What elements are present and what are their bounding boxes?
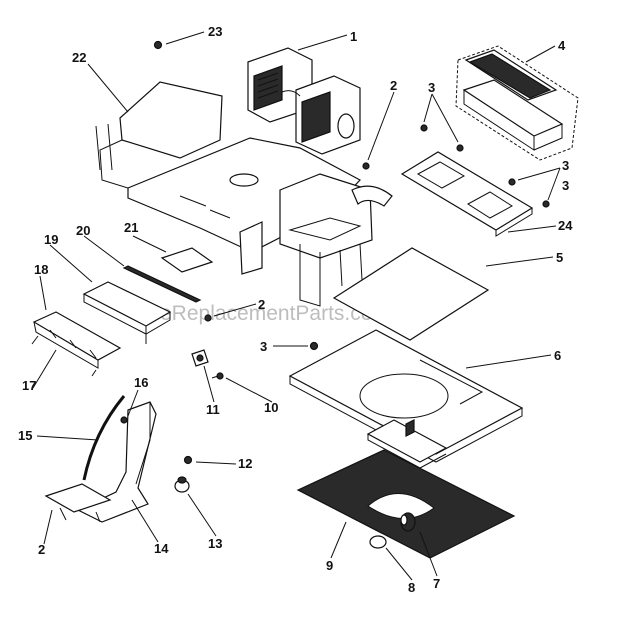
callout-2: 2	[390, 78, 397, 93]
part-trim-bracket	[44, 401, 157, 523]
callout-7: 7	[433, 576, 440, 591]
callout-3b: 3	[562, 158, 569, 173]
callout-16: 16	[134, 375, 148, 390]
callout-20: 20	[76, 223, 90, 238]
callout-12: 12	[238, 456, 252, 471]
part-wire-harness	[82, 395, 126, 481]
callout-3c: 3	[562, 178, 569, 193]
callout-3: 3	[428, 80, 435, 95]
callout-6: 6	[554, 348, 561, 363]
part-lens	[369, 535, 387, 549]
callout-14: 14	[154, 541, 169, 556]
callout-19: 19	[44, 232, 58, 247]
callout-2b: 2	[258, 297, 265, 312]
callout-18: 18	[34, 262, 48, 277]
part-chassis	[95, 81, 393, 307]
screws	[153, 40, 550, 351]
part-control-bracket	[82, 281, 172, 344]
part-knob	[174, 476, 190, 493]
part-screw-12	[183, 455, 193, 465]
callout-3d: 3	[260, 339, 267, 354]
callout-1: 1	[350, 29, 357, 44]
part-blower-motor	[247, 47, 361, 155]
callout-17: 17	[22, 378, 36, 393]
callout-22: 22	[72, 50, 86, 65]
part-switch-rail	[122, 265, 202, 303]
callout-13: 13	[208, 536, 222, 551]
part-damper-bracket	[366, 419, 448, 469]
callouts: 1 2 3 4 5 6 7 8 9 10 11 12 13 14 15 16 1…	[18, 24, 573, 595]
part-screw-16	[120, 416, 128, 424]
watermark-text: eReplacementParts.com	[160, 302, 390, 325]
callout-8: 8	[408, 580, 415, 595]
callout-21: 21	[124, 220, 138, 235]
callout-24: 24	[558, 218, 573, 233]
part-grease-filter	[296, 449, 516, 559]
part-filter-box	[455, 45, 579, 161]
callout-2c: 2	[38, 542, 45, 557]
callout-9: 9	[326, 558, 333, 573]
callout-23: 23	[208, 24, 222, 39]
callout-10: 10	[264, 400, 278, 415]
part-filter-pad	[332, 247, 490, 341]
callout-4: 4	[558, 38, 566, 53]
callout-11: 11	[206, 402, 220, 417]
part-control-label	[160, 247, 214, 273]
callout-5: 5	[556, 250, 563, 265]
part-socket-11	[191, 349, 209, 367]
part-screw-10	[211, 372, 224, 380]
leader-lines	[32, 31, 561, 581]
part-light-socket	[400, 512, 416, 532]
callout-15: 15	[18, 428, 32, 443]
part-mounting-plate	[400, 151, 534, 237]
part-switch-housing	[31, 311, 122, 377]
